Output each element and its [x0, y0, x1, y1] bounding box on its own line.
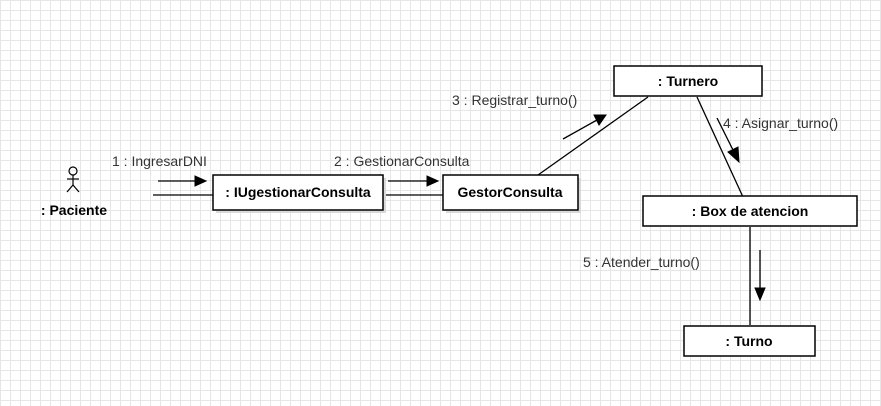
object-turnero: : Turnero [613, 65, 763, 97]
object-label: : Turno [725, 333, 772, 349]
stick-figure-icon [66, 166, 80, 193]
object-label: GestorConsulta [457, 184, 562, 200]
object-label: : Box de atencion [692, 203, 809, 219]
message-arrow-2 [388, 175, 440, 187]
object-label: : IUgestionarConsulta [225, 184, 371, 200]
message-arrow-4 [716, 117, 740, 164]
message-arrow-3 [562, 114, 607, 140]
message-label-3: 3 : Registrar_turno() [452, 92, 577, 108]
object-label: : Turnero [658, 73, 718, 89]
object-box-de-atencion: : Box de atencion [642, 195, 858, 227]
message-arrow-5 [754, 250, 766, 302]
message-label-5: 5 : Atender_turno() [583, 254, 700, 270]
object-iugestionarconsulta: : IUgestionarConsulta [212, 174, 386, 213]
actor-paciente: : Paciente [41, 166, 107, 218]
object-gestorconsulta: GestorConsulta [442, 174, 581, 213]
actor-label: : Paciente [41, 202, 107, 218]
link-turnero-box [696, 96, 744, 198]
message-label-1: 1 : IngresarDNI [112, 153, 207, 169]
object-turno: : Turno [683, 325, 816, 357]
message-arrow-1 [158, 175, 208, 187]
message-label-4: 4 : Asignar_turno() [723, 115, 838, 131]
message-label-2: 2 : GestionarConsulta [334, 153, 470, 169]
link-gestor-turnero [537, 96, 649, 176]
